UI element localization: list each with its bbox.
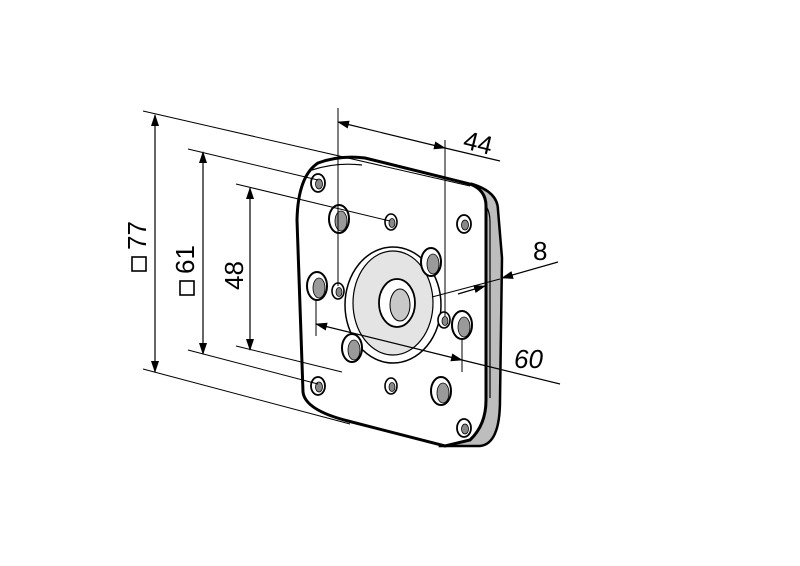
- tapped-hole-inner-bottom: [384, 377, 398, 395]
- plate-rim-line-right: [485, 205, 491, 398]
- label-44: 44: [461, 125, 496, 161]
- dimension-labels: 77 61 48 44 8 60: [122, 125, 547, 374]
- tapped-hole-inner-top: [384, 213, 398, 231]
- label-61: 61: [170, 245, 200, 274]
- dim-line-8-right: [501, 261, 559, 279]
- dim-line-60-ext: [461, 359, 561, 385]
- through-hole-top-right: [420, 247, 442, 277]
- through-hole-bottom-left: [341, 333, 363, 363]
- label-60: 60: [514, 344, 543, 374]
- tapped-hole-top-left: [310, 173, 326, 193]
- tapped-hole-top-right: [456, 214, 472, 234]
- dim-line-8-left: [457, 285, 486, 295]
- tapped-hole-inner-left: [331, 282, 345, 300]
- label-48: 48: [219, 261, 249, 290]
- label-8: 8: [533, 236, 547, 266]
- dim-line-44: [337, 120, 446, 150]
- dim-line-60: [315, 322, 463, 362]
- dim-line-44-ext: [444, 147, 501, 162]
- through-hole-bottom-right: [430, 376, 452, 406]
- tapped-hole-inner-right: [437, 311, 451, 329]
- plate-rim-line: [311, 163, 363, 171]
- square-symbol-61: [179, 280, 195, 296]
- dimension-lines: [151, 114, 561, 385]
- square-symbol-77: [131, 256, 147, 272]
- through-hole-left: [306, 271, 328, 301]
- tapped-hole-bottom-right: [456, 418, 472, 438]
- label-77: 77: [122, 221, 152, 250]
- tapped-hole-bottom-left: [310, 376, 326, 396]
- through-hole-right: [451, 310, 473, 340]
- bore-hole-inner: [389, 288, 411, 322]
